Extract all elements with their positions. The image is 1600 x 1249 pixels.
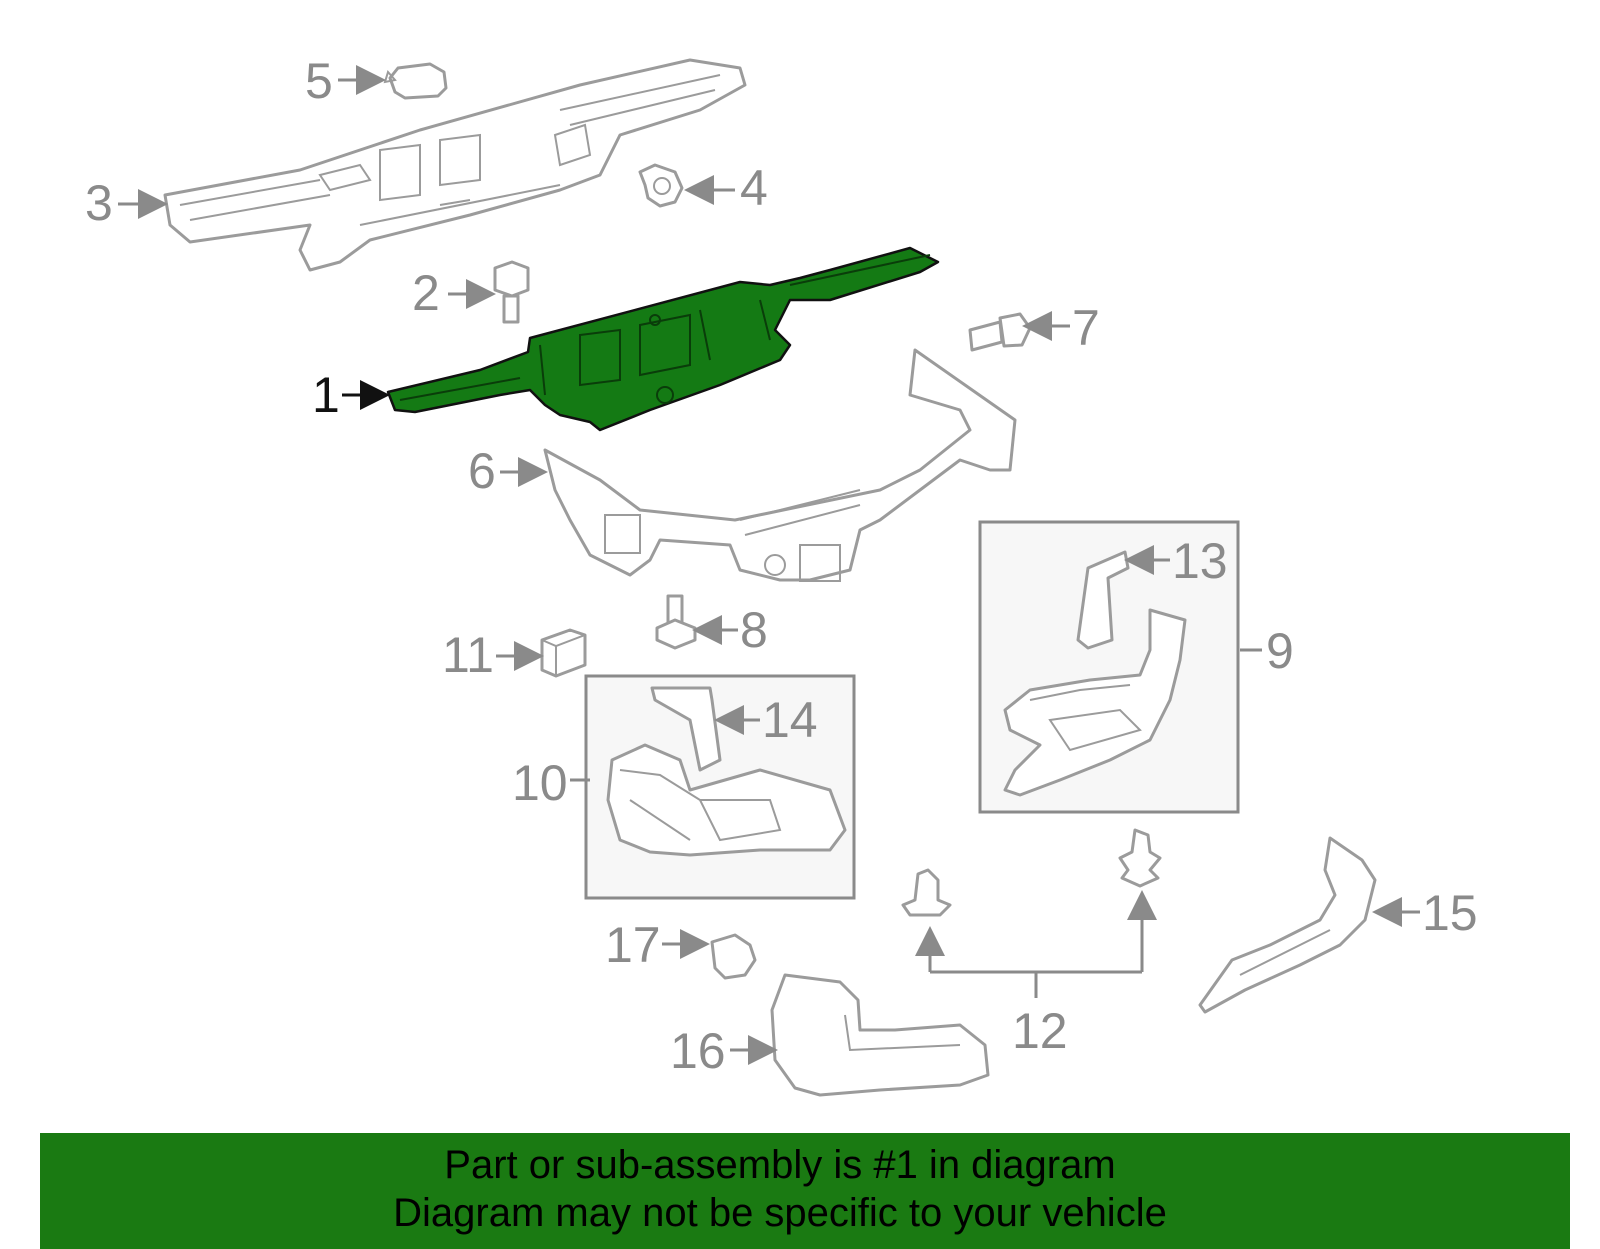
svg-text:14: 14 (762, 692, 818, 748)
callout-17: 17 (605, 917, 710, 973)
callout-15: 15 (1372, 885, 1478, 941)
info-banner: Part or sub-assembly is #1 in diagram Di… (40, 1133, 1570, 1249)
callout-14: 14 (714, 692, 818, 748)
inset-box-9 (978, 520, 1240, 814)
svg-text:6: 6 (468, 443, 496, 499)
callout-10: 10 (512, 755, 590, 811)
clip-part-17 (710, 933, 757, 980)
banner-line-1: Part or sub-assembly is #1 in diagram (444, 1143, 1116, 1187)
svg-text:3: 3 (85, 175, 113, 231)
callout-4: 4 (684, 160, 768, 216)
bolt-part-2 (493, 260, 530, 324)
callout-8: 8 (692, 602, 768, 658)
svg-text:5: 5 (305, 53, 333, 109)
step-bumper-part (163, 58, 747, 272)
callout-9: 9 (1240, 623, 1294, 679)
svg-text:4: 4 (740, 160, 768, 216)
bolt-part-7 (968, 312, 1032, 352)
callout-13: 13 (1124, 533, 1228, 589)
callout-3: 3 (85, 175, 168, 231)
inset-box-10 (584, 674, 856, 900)
svg-text:1: 1 (312, 367, 340, 423)
clips-part-12 (901, 828, 1162, 998)
svg-text:8: 8 (740, 602, 768, 658)
clip-part-5 (383, 62, 448, 100)
callout-5: 5 (305, 53, 386, 109)
block-part-11 (540, 628, 587, 678)
svg-text:13: 13 (1172, 533, 1228, 589)
svg-text:9: 9 (1266, 623, 1294, 679)
bolt-part-4 (638, 163, 684, 208)
svg-text:2: 2 (412, 265, 440, 321)
svg-text:11: 11 (442, 627, 494, 683)
svg-text:15: 15 (1422, 885, 1478, 941)
trim-part-16 (770, 973, 990, 1097)
bolt-part-8 (655, 594, 697, 650)
callout-16: 16 (670, 1023, 778, 1079)
svg-text:10: 10 (512, 755, 568, 811)
reinforcement-part-1-highlighted (386, 246, 940, 432)
callout-2: 2 (412, 265, 496, 321)
hitch-part-6 (543, 348, 1017, 582)
callout-12: 12 (1012, 1003, 1068, 1059)
callout-6: 6 (468, 443, 548, 499)
callout-11: 11 (442, 627, 544, 683)
banner-line-2: Diagram may not be specific to your vehi… (393, 1191, 1167, 1235)
callout-7: 7 (1022, 300, 1100, 356)
callout-1: 1 (312, 367, 390, 423)
svg-text:7: 7 (1072, 300, 1100, 356)
svg-text:16: 16 (670, 1023, 726, 1079)
trim-part-15 (1198, 836, 1377, 1014)
svg-text:17: 17 (605, 917, 661, 973)
svg-text:12: 12 (1012, 1003, 1068, 1059)
